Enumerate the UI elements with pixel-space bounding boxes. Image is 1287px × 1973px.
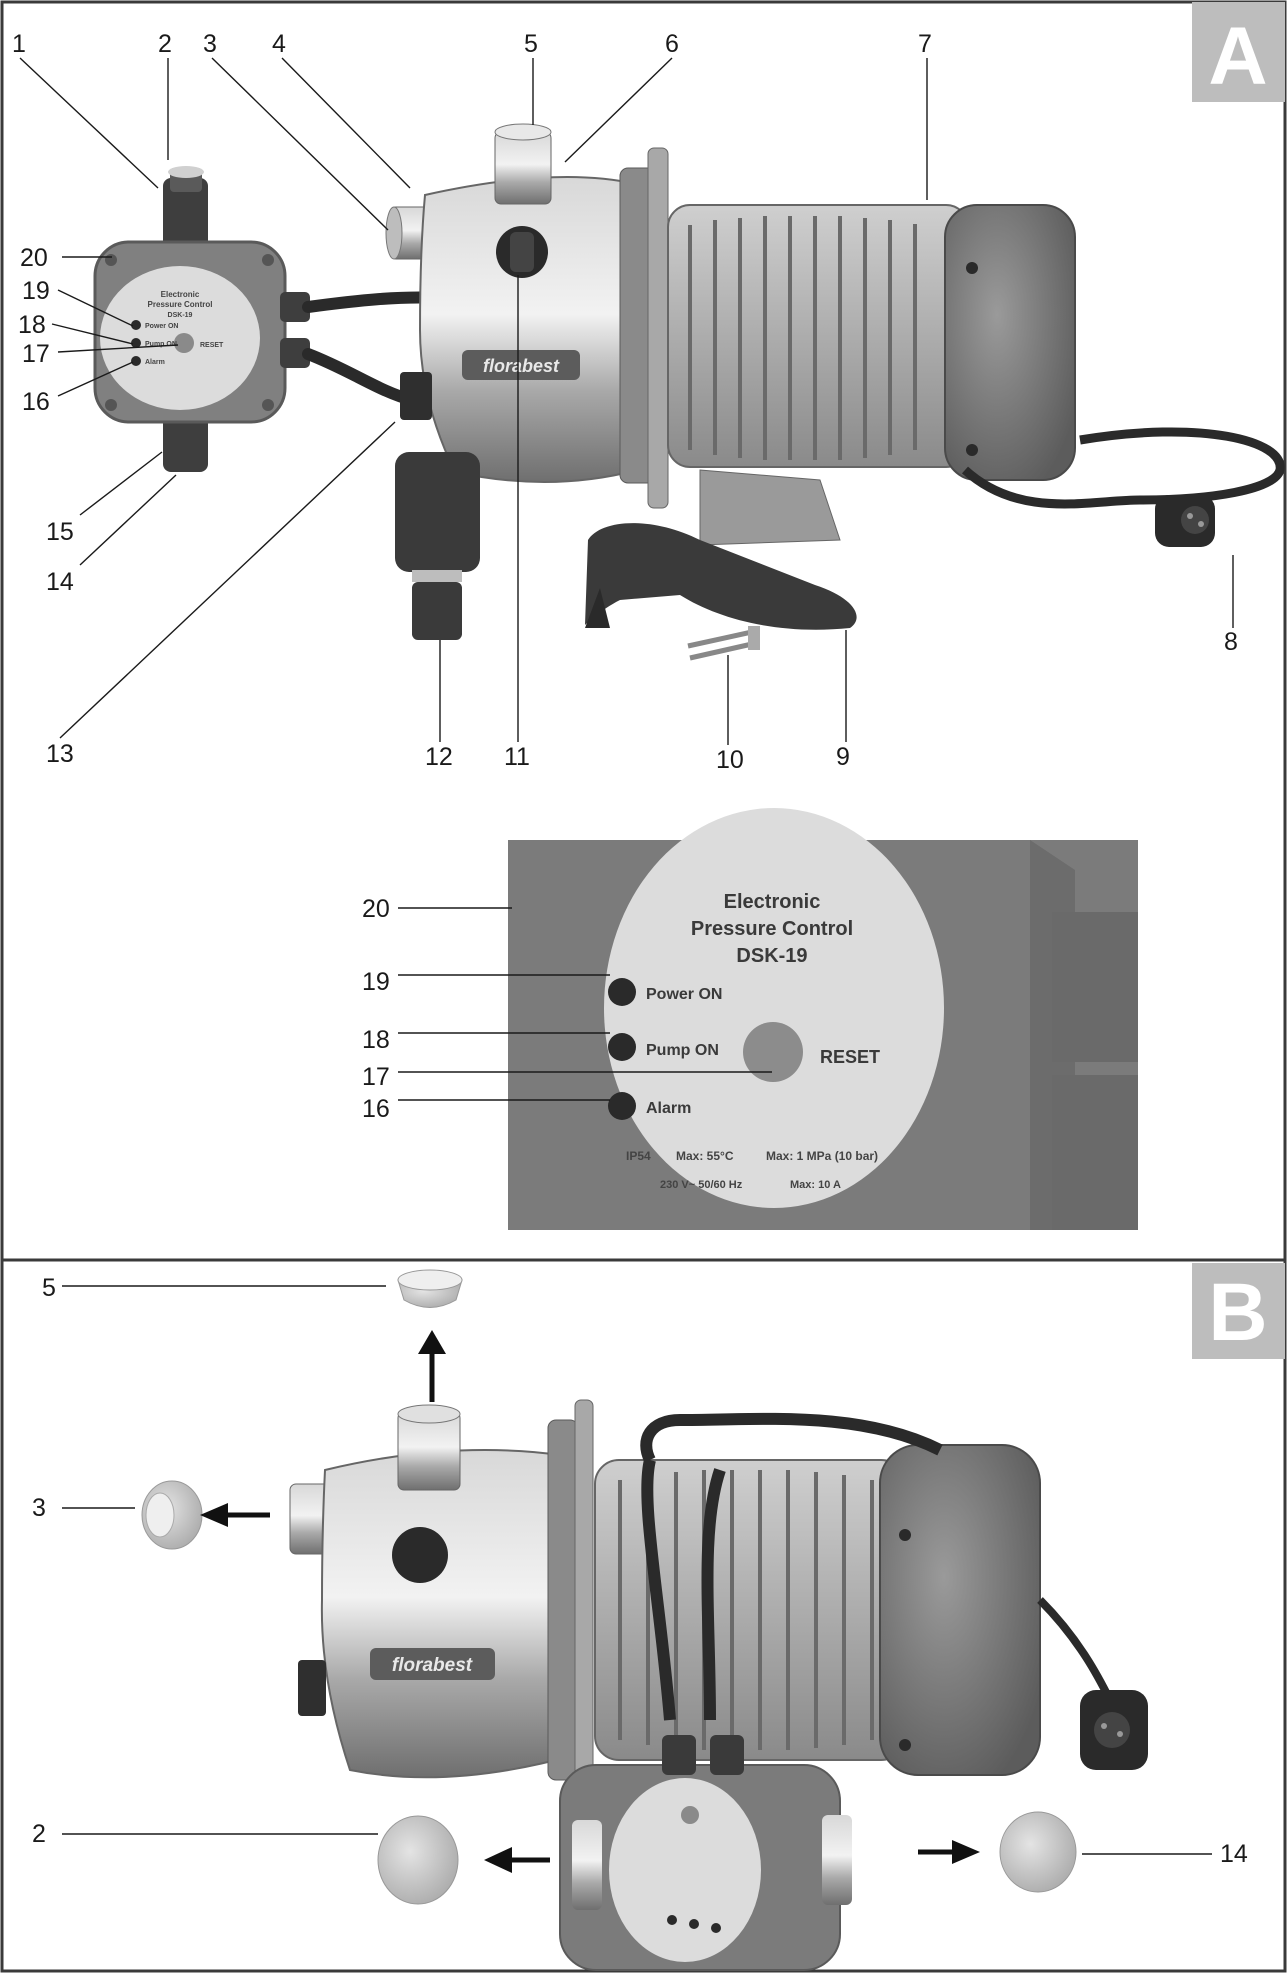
callout-a-15: 15 — [46, 518, 74, 546]
callout-a-8: 8 — [1224, 628, 1238, 656]
detail-spec-voltage: 230 V~ 50/60 Hz — [660, 1179, 743, 1191]
callouts-panel-b: 5 3 2 14 — [32, 1274, 1248, 1868]
unit-label-model: DSK-19 — [168, 312, 193, 319]
panel-b-badge-letter: B — [1208, 1267, 1267, 1358]
detail-callout-20: 20 — [362, 895, 390, 923]
motor — [667, 204, 1076, 546]
callout-a-12: 12 — [425, 743, 453, 771]
detail-spec-pressure: Max: 1 MPa (10 bar) — [766, 1149, 878, 1163]
callout-a-16: 16 — [22, 388, 50, 416]
detail-callout-18: 18 — [362, 1026, 390, 1054]
carrying-handle — [585, 523, 857, 630]
callout-a-11: 11 — [504, 743, 530, 771]
pump-housing: florabest — [385, 123, 669, 509]
callout-a-7: 7 — [918, 30, 932, 58]
unit-label-title2: Pressure Control — [148, 300, 213, 309]
detail-power-on: Power ON — [646, 986, 722, 1003]
detail-spec-current: Max: 10 A — [790, 1179, 841, 1191]
callout-a-18: 18 — [18, 311, 46, 339]
pressure-control-unit: Electronic Pressure Control DSK-19 Power… — [93, 166, 446, 472]
pressure-control-b — [559, 1735, 852, 1971]
detail-title-2: Pressure Control — [691, 918, 853, 940]
panel-a-badge — [1192, 2, 1285, 102]
callout-a-19: 19 — [22, 277, 50, 305]
panel-b: B florabest — [0, 1258, 1287, 1973]
pump-led — [608, 1033, 636, 1061]
panel-a-badge-letter: A — [1208, 11, 1267, 102]
power-cable-b — [1037, 1597, 1148, 1770]
callout-b-2: 2 — [32, 1820, 46, 1848]
callout-b-3: 3 — [32, 1494, 46, 1522]
detail-callout-17: 17 — [362, 1063, 390, 1091]
detail-title-1: Electronic — [724, 891, 821, 913]
motor-b — [594, 1412, 1041, 1776]
callout-a-5: 5 — [524, 30, 538, 58]
detail-reset: RESET — [820, 1047, 880, 1067]
reset-button-detail — [743, 1022, 803, 1082]
pump-body-b: florabest — [289, 1399, 594, 1796]
detail-callout-16: 16 — [362, 1095, 390, 1123]
callout-a-13: 13 — [46, 740, 74, 768]
detail-title-3: DSK-19 — [736, 945, 807, 967]
callout-a-20: 20 — [20, 244, 48, 272]
callout-b-5: 5 — [42, 1274, 56, 1302]
callout-a-6: 6 — [665, 30, 679, 58]
callout-a-9: 9 — [836, 743, 850, 771]
removed-plugs — [141, 1269, 1077, 1905]
detail-callout-19: 19 — [362, 968, 390, 996]
detail-alarm: Alarm — [646, 1100, 691, 1117]
callouts-panel-a: 1 2 3 4 5 6 7 8 9 10 11 12 13 1 — [12, 30, 1238, 774]
adapter-fitting — [395, 452, 480, 640]
unit-label-power: Power ON — [145, 323, 178, 330]
power-cable — [961, 427, 1285, 547]
alarm-led — [608, 1092, 636, 1120]
unit-label-alarm: Alarm — [145, 359, 165, 366]
callout-a-4: 4 — [272, 30, 286, 58]
pump-logo-b: florabest — [392, 1655, 473, 1676]
panel-b-badge — [1192, 1263, 1285, 1359]
callout-a-3: 3 — [203, 30, 217, 58]
callout-a-10: 10 — [716, 746, 744, 774]
detail-spec-temp: Max: 55°C — [676, 1149, 734, 1163]
detail-spec-ip: IP54 — [626, 1149, 651, 1163]
screws — [687, 626, 760, 661]
callout-a-1: 1 — [12, 30, 26, 58]
panel-a: A Electronic Pressure Control DSK-19 Pow… — [0, 0, 1287, 1262]
unit-label-pump: Pump ON — [145, 341, 177, 348]
callout-a-14: 14 — [46, 568, 74, 596]
pump-logo-a: florabest — [483, 356, 560, 376]
unit-label-reset: RESET — [200, 342, 224, 349]
unit-label-title: Electronic — [161, 290, 200, 299]
power-led — [608, 978, 636, 1006]
callout-a-2: 2 — [158, 30, 172, 58]
detail-pump-on: Pump ON — [646, 1042, 719, 1059]
control-panel-detail: Electronic Pressure Control DSK-19 Power… — [362, 808, 1138, 1230]
callout-a-17: 17 — [22, 340, 50, 368]
callout-b-14: 14 — [1220, 1840, 1248, 1868]
